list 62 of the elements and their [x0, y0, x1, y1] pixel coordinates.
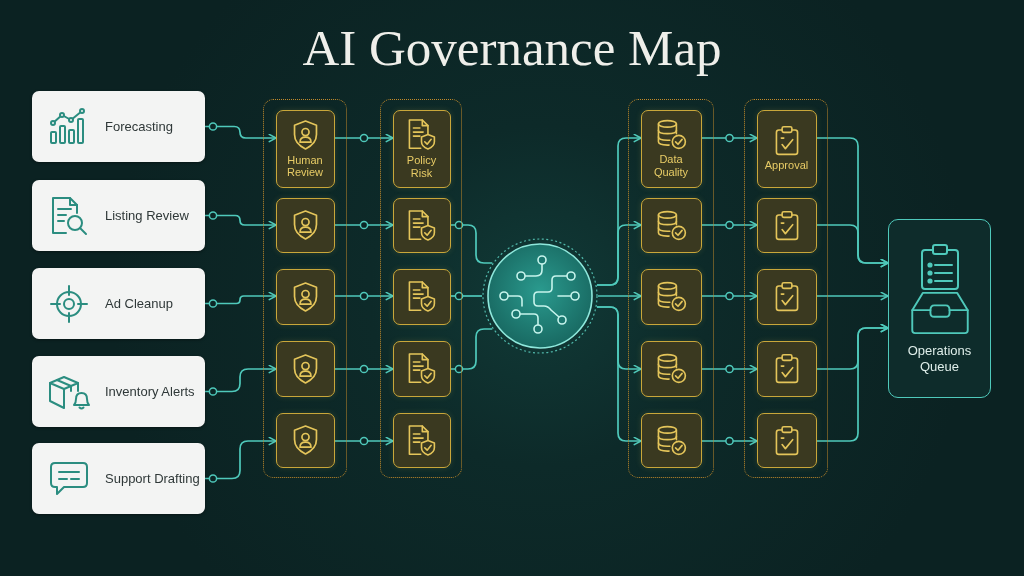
panel-label: Operations Queue	[906, 342, 973, 375]
checkpoint-tile	[640, 340, 702, 397]
connector-arrow	[334, 220, 394, 230]
task-card	[32, 356, 205, 427]
hub-circle	[482, 238, 598, 354]
checkpoint-tile	[640, 268, 702, 325]
connector-arrow	[204, 436, 277, 483]
checkpoint-tile	[392, 412, 451, 468]
tile-label: Human Review	[285, 153, 325, 179]
connector-arrow	[701, 133, 758, 143]
card-label: Ad Cleanup	[105, 296, 173, 311]
checkpoint-tile	[275, 197, 335, 253]
checkpoint-tile	[392, 268, 451, 325]
checkpoint-tile	[392, 197, 451, 253]
task-card	[32, 180, 205, 251]
tile-label: Data Quality	[652, 153, 690, 178]
card-label: Forecasting	[105, 119, 173, 134]
card-label: Inventory Alerts	[105, 384, 195, 399]
task-card	[32, 91, 205, 162]
checkpoint-tile	[275, 109, 335, 188]
checkpoint-tile	[756, 340, 817, 397]
connector-arrow	[816, 224, 889, 268]
connector-arrow	[597, 291, 642, 301]
connector-arrow	[204, 291, 277, 308]
task-card	[32, 268, 205, 339]
connector-arrow	[334, 364, 394, 374]
connector-arrow	[816, 291, 889, 301]
connector-line	[450, 328, 494, 374]
task-card	[32, 443, 205, 514]
checkpoint-tile	[756, 197, 817, 253]
diagram-title: AI Governance Map	[301, 19, 723, 78]
connector-arrow	[816, 323, 889, 442]
connector-arrow	[596, 220, 642, 286]
checkpoint-tile	[756, 109, 817, 188]
card-label: Listing Review	[105, 208, 189, 223]
connector-arrow	[204, 122, 277, 143]
connector-arrow	[701, 220, 758, 230]
card-label: Support Drafting	[105, 471, 200, 486]
connector-arrow	[701, 291, 758, 301]
checkpoint-tile	[640, 109, 702, 188]
connector-arrow	[204, 211, 277, 230]
connector-line	[450, 291, 483, 301]
checkpoint-tile	[275, 340, 335, 397]
tile-label: Approval	[764, 159, 809, 172]
connector-line	[450, 220, 494, 264]
checkpoint-tile	[756, 412, 817, 468]
tile-label: Policy Risk	[405, 154, 438, 179]
connector-arrow	[204, 364, 277, 396]
connector-arrow	[701, 364, 758, 374]
checkpoint-tile	[275, 412, 335, 468]
connector-arrow	[334, 291, 394, 301]
checkpoint-tile	[275, 268, 335, 325]
connector-arrow	[334, 436, 394, 446]
checkpoint-tile	[640, 197, 702, 253]
checkpoint-tile	[640, 412, 702, 468]
checkpoint-tile	[756, 268, 817, 325]
checkpoint-tile	[392, 340, 451, 397]
connector-arrow	[596, 306, 642, 446]
connector-arrow	[334, 133, 394, 143]
queue-panel	[888, 219, 991, 398]
checkpoint-tile	[392, 109, 451, 188]
connector-arrow	[701, 436, 758, 446]
